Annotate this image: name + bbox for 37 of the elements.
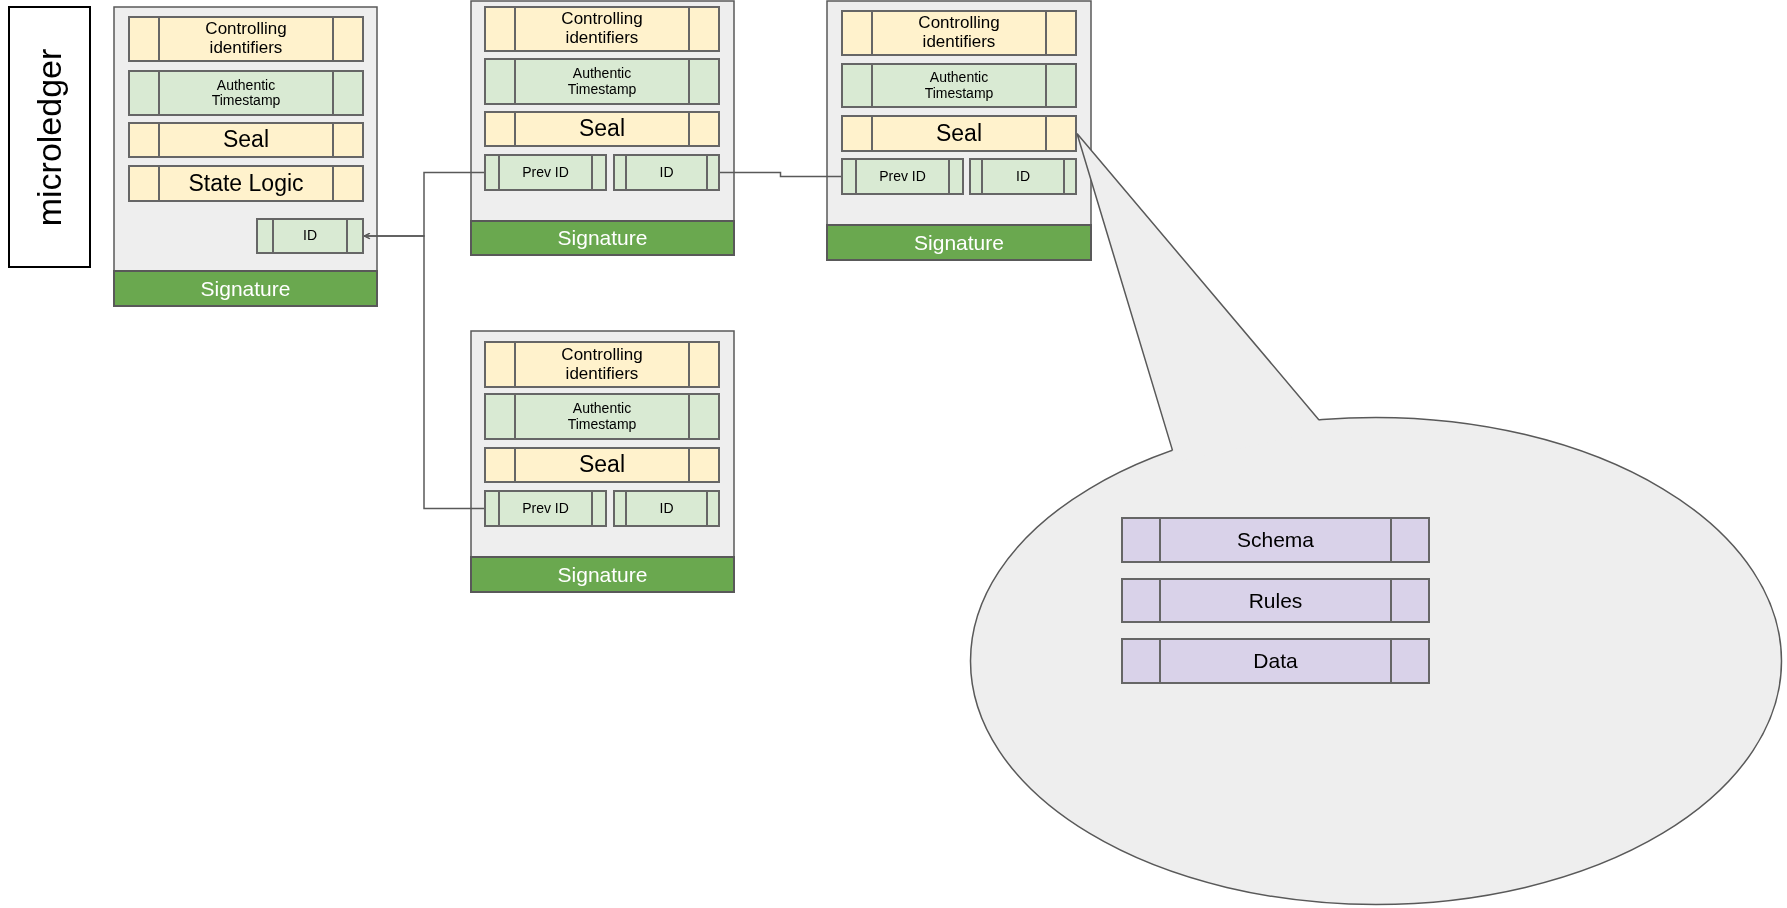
field-row: Seal: [841, 115, 1077, 152]
field-row: Controlling identifiers: [484, 6, 720, 52]
field-row: ID: [969, 158, 1077, 195]
field-row: ID: [256, 218, 364, 254]
signature-band: Signature: [826, 224, 1092, 261]
callout-pointer: [1076, 132, 1320, 452]
field-row: Authentic Timestamp: [484, 393, 720, 440]
signature-band: Signature: [470, 556, 735, 593]
connector-line: [719, 171, 842, 178]
field-row: Seal: [484, 447, 720, 483]
vertical-label: microledger: [30, 48, 69, 226]
field-row: ID: [613, 154, 720, 191]
field-row: Prev ID: [484, 154, 607, 191]
label-box: [8, 6, 91, 268]
field-row: Controlling identifiers: [484, 341, 720, 388]
field-row: Authentic Timestamp: [128, 70, 364, 116]
field-row: Authentic Timestamp: [841, 63, 1077, 108]
callout-bubble: [969, 416, 1783, 906]
signature-band: Signature: [113, 270, 378, 307]
connector-line: [363, 232, 485, 510]
field-row: Prev ID: [841, 158, 964, 195]
field-row: Seal: [128, 122, 364, 158]
field-row: Prev ID: [484, 490, 607, 527]
field-row: Controlling identifiers: [841, 10, 1077, 56]
event-block: [113, 6, 378, 307]
event-block: [470, 0, 735, 256]
field-row: ID: [613, 490, 720, 527]
field-row: Schema: [1121, 517, 1430, 563]
signature-band: Signature: [470, 220, 735, 256]
field-row: Authentic Timestamp: [484, 58, 720, 105]
field-row: Seal: [484, 111, 720, 147]
event-block: [826, 0, 1092, 261]
field-row: State Logic: [128, 165, 364, 202]
field-row: Rules: [1121, 578, 1430, 623]
field-row: Controlling identifiers: [128, 16, 364, 62]
field-row: Data: [1121, 638, 1430, 684]
event-block: [470, 330, 735, 593]
